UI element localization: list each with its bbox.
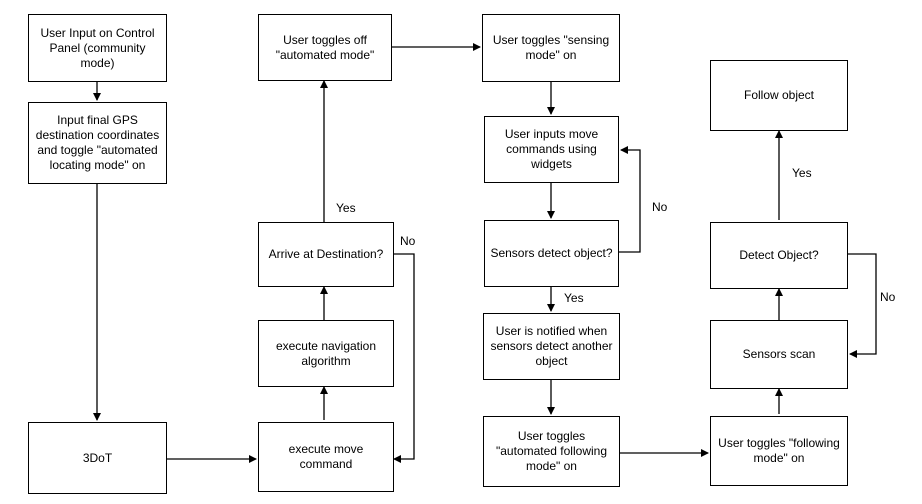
node-follow-object: Follow object <box>710 60 848 131</box>
node-move-widgets: User inputs move commands using widgets <box>484 116 619 183</box>
label-no-sensors: No <box>652 200 668 214</box>
node-input-gps: Input final GPS destination coordinates … <box>28 102 167 184</box>
node-sensors-scan: Sensors scan <box>710 320 848 389</box>
label-yes-detect: Yes <box>792 166 812 180</box>
label-no-detect: No <box>880 290 896 304</box>
node-toggle-following: User toggles "following mode" on <box>710 416 848 486</box>
label-yes-arrive: Yes <box>336 201 356 215</box>
label-no-arrive: No <box>400 234 416 248</box>
node-toggle-off-automated: User toggles off "automated mode" <box>258 14 392 81</box>
node-execute-navigation: execute navigation algorithm <box>258 320 394 387</box>
node-user-notified: User is notified when sensors detect ano… <box>483 313 620 380</box>
node-arrive-destination: Arrive at Destination? <box>258 222 394 287</box>
node-detect-object: Detect Object? <box>710 222 848 289</box>
arrow-detectobj-no <box>848 253 877 358</box>
node-3dot: 3DoT <box>28 422 167 494</box>
node-sensors-detect: Sensors detect object? <box>484 220 619 287</box>
node-toggle-automated-following: User toggles "automated following mode" … <box>483 416 620 487</box>
label-yes-sensors: Yes <box>564 291 584 305</box>
node-user-input: User Input on Control Panel (community m… <box>28 14 167 82</box>
node-execute-move: execute move command <box>258 422 394 492</box>
node-toggle-sensing: User toggles "sensing mode" on <box>482 14 620 82</box>
arrow-detect-no <box>619 146 641 253</box>
arrow-arrive-no <box>393 253 415 463</box>
